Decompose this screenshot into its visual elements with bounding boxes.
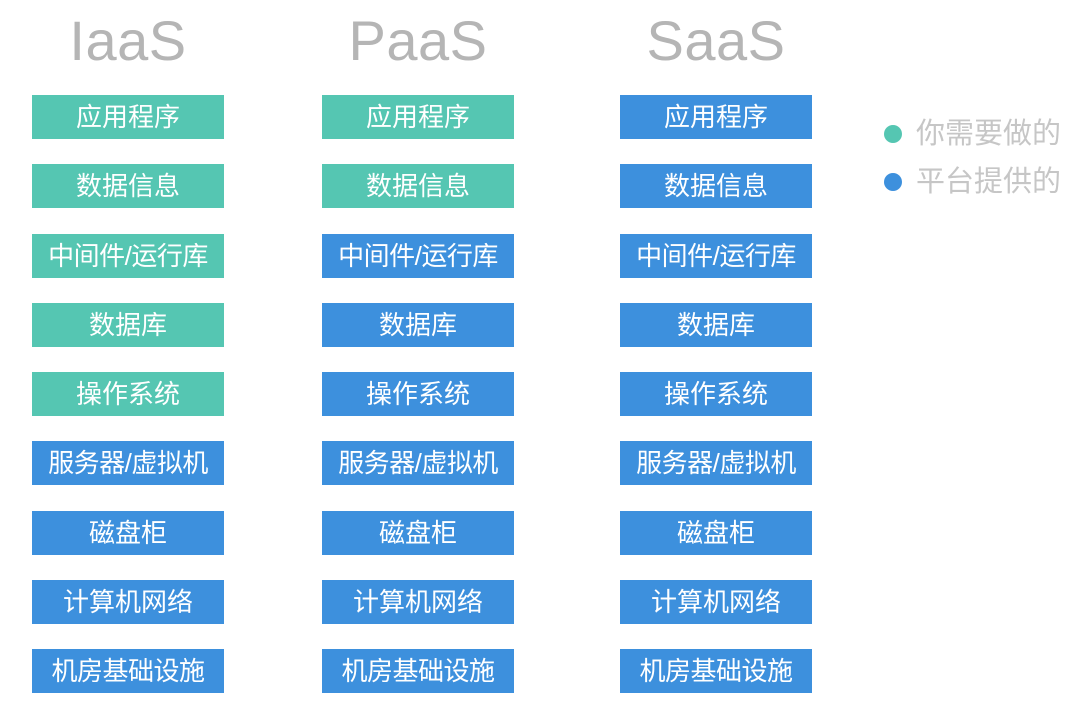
layer-box[interactable]: 计算机网络 [322,580,514,625]
layer-box[interactable]: 应用程序 [620,95,812,139]
layer-box[interactable]: 操作系统 [32,372,224,417]
layer-label: 应用程序 [663,102,768,132]
layer-label: 应用程序 [365,102,470,132]
layer-label: 磁盘柜 [676,517,755,548]
layer-label: 计算机网络 [62,587,193,618]
layer-label: 数据库 [378,309,457,340]
layer-label: 中间件/运行库 [636,240,796,271]
column-title-paas: PaaS [348,9,488,72]
layer-box[interactable]: 中间件/运行库 [32,233,224,278]
layer-box[interactable]: 磁盘柜 [620,510,812,555]
layer-box[interactable]: 数据信息 [322,164,514,209]
layer-label: 机房基础设施 [51,656,205,687]
layer-box[interactable]: 机房基础设施 [620,649,812,694]
layer-label: 中间件/运行库 [48,240,208,271]
legend-label: 平台提供的 [916,165,1062,198]
layer-box[interactable]: 中间件/运行库 [322,233,514,278]
layer-label: 数据信息 [663,171,768,202]
layer-label: 机房基础设施 [639,656,793,687]
layer-box[interactable]: 中间件/运行库 [620,233,812,278]
layer-box[interactable]: 操作系统 [322,372,514,417]
column-title-iaas: IaaS [69,9,187,72]
layer-box[interactable]: 服务器/虚拟机 [620,441,812,486]
layer-box[interactable]: 数据库 [32,302,224,347]
layer-label: 中间件/运行库 [338,240,498,271]
legend-item[interactable]: 你需要做的 [884,110,1080,158]
layer-box[interactable]: 服务器/虚拟机 [322,441,514,486]
layer-label: 操作系统 [365,379,470,410]
legend-item[interactable]: 平台提供的 [884,158,1080,206]
filled-circle-icon [884,173,902,191]
layer-label: 服务器/虚拟机 [636,448,796,479]
service-model-column-saas: SaaS 应用程序数据信息中间件/运行库数据库操作系统服务器/虚拟机磁盘柜计算机… [620,0,812,709]
layer-label: 应用程序 [75,102,180,132]
layer-label: 操作系统 [663,379,768,410]
layer-box[interactable]: 计算机网络 [32,580,224,625]
layer-label: 机房基础设施 [341,656,495,687]
layer-label: 数据信息 [365,171,470,202]
layer-label: 计算机网络 [352,587,483,618]
layer-label: 磁盘柜 [88,517,167,548]
layer-box[interactable]: 机房基础设施 [322,649,514,694]
service-model-column-iaas: IaaS 应用程序数据信息中间件/运行库数据库操作系统服务器/虚拟机磁盘柜计算机… [32,0,224,709]
layer-label: 数据信息 [75,171,180,202]
layer-label: 磁盘柜 [378,517,457,548]
layer-stack-saas: 应用程序数据信息中间件/运行库数据库操作系统服务器/虚拟机磁盘柜计算机网络机房基… [620,95,812,694]
column-title-saas: SaaS [646,9,786,72]
layer-box[interactable]: 数据库 [322,302,514,347]
layer-label: 数据库 [88,309,167,340]
layer-box[interactable]: 计算机网络 [620,580,812,625]
layer-stack-paas: 应用程序数据信息中间件/运行库数据库操作系统服务器/虚拟机磁盘柜计算机网络机房基… [322,95,514,694]
layer-box[interactable]: 操作系统 [620,372,812,417]
layer-box[interactable]: 服务器/虚拟机 [32,441,224,486]
layer-box[interactable]: 磁盘柜 [32,510,224,555]
layer-label: 操作系统 [75,379,180,410]
layer-box[interactable]: 数据信息 [32,164,224,209]
service-model-column-paas: PaaS 应用程序数据信息中间件/运行库数据库操作系统服务器/虚拟机磁盘柜计算机… [322,0,514,709]
legend-label: 你需要做的 [916,117,1062,150]
legend: 你需要做的平台提供的 [884,110,1080,206]
layer-box[interactable]: 机房基础设施 [32,649,224,694]
layer-stack-iaas: 应用程序数据信息中间件/运行库数据库操作系统服务器/虚拟机磁盘柜计算机网络机房基… [32,95,224,694]
layer-label: 服务器/虚拟机 [338,448,498,479]
layer-label: 数据库 [676,309,755,340]
filled-circle-icon [884,125,902,143]
layer-box[interactable]: 数据库 [620,302,812,347]
layer-label: 服务器/虚拟机 [48,448,208,479]
layer-box[interactable]: 数据信息 [620,164,812,209]
layer-label: 计算机网络 [650,587,781,618]
layer-box[interactable]: 磁盘柜 [322,510,514,555]
layer-box[interactable]: 应用程序 [32,95,224,139]
layer-box[interactable]: 应用程序 [322,95,514,139]
